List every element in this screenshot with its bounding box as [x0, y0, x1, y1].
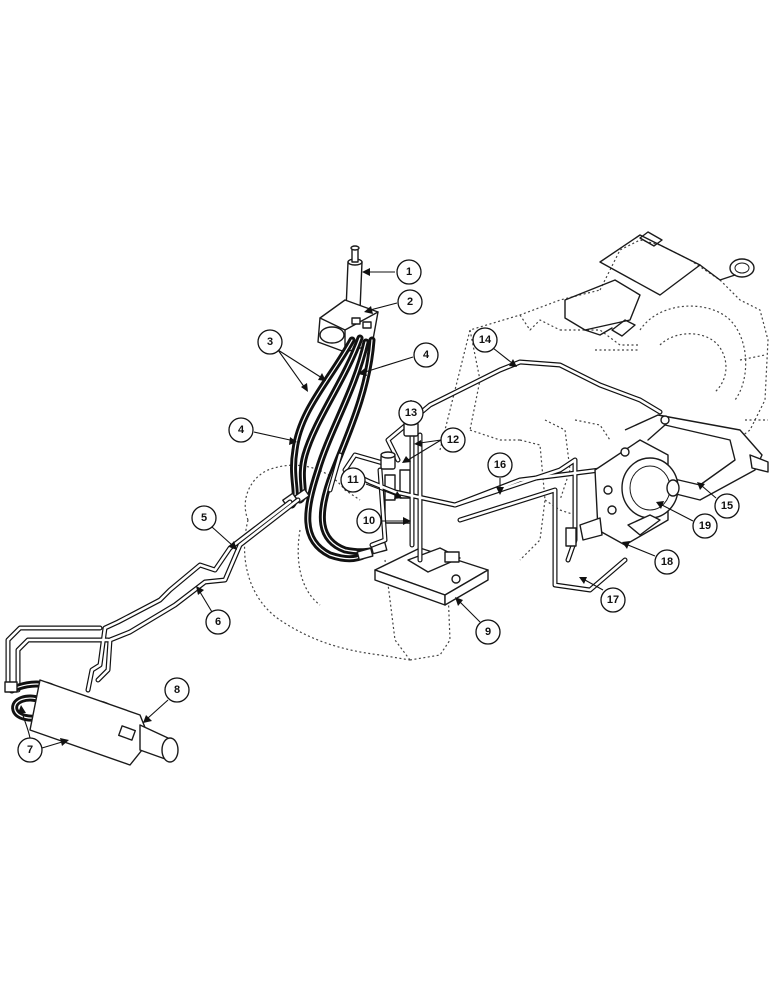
callout-label: 14: [479, 334, 492, 346]
callout-14: 14: [472, 327, 517, 367]
callout-10: 10: [356, 508, 411, 534]
callout-label: 18: [661, 556, 673, 568]
callout-label: 17: [607, 594, 619, 606]
callout-label: 10: [363, 515, 375, 527]
steering-column: [345, 245, 363, 311]
callout-6: 6: [196, 586, 231, 635]
callout-8: 8: [143, 677, 190, 723]
callout-1: 1: [362, 259, 422, 285]
callout-9: 9: [455, 597, 501, 645]
callout-18: 18: [622, 541, 680, 575]
callout-label: 7: [27, 744, 33, 756]
callout-label: 13: [405, 407, 417, 419]
callout-label: 15: [721, 500, 733, 512]
callout-label: 16: [494, 459, 506, 471]
callouts: 1 2 3 4 4: [17, 259, 740, 763]
pressure-pipes: [327, 359, 663, 593]
callout-13: 13: [398, 400, 424, 426]
callout-label: 6: [215, 616, 221, 628]
callout-15: 15: [697, 482, 740, 519]
callout-4-upper: 4: [358, 342, 439, 376]
callout-3: 3: [257, 329, 326, 392]
callout-4-lower: 4: [228, 417, 297, 445]
callout-label: 3: [267, 336, 273, 348]
callout-label: 4: [238, 424, 245, 436]
valve-mounting-bracket: [374, 547, 489, 606]
callout-label: 11: [347, 474, 359, 486]
callout-label: 5: [201, 512, 207, 524]
callout-7: 7: [17, 705, 69, 763]
hydraulic-pump: [579, 439, 680, 546]
callout-label: 19: [699, 520, 711, 532]
callout-label: 9: [485, 626, 491, 638]
steering-cylinder-pipes: [5, 497, 301, 693]
steering-hoses: [282, 334, 388, 563]
callout-12: 12: [402, 427, 466, 463]
steering-cylinder: [29, 679, 179, 766]
callout-label: 8: [174, 684, 180, 696]
callout-5: 5: [191, 505, 237, 550]
callout-label: 12: [447, 434, 459, 446]
callout-2: 2: [364, 289, 423, 315]
callout-label: 4: [423, 349, 430, 361]
callout-label: 2: [407, 296, 413, 308]
transmission-top-cover: [564, 231, 755, 337]
callout-label: 1: [406, 266, 412, 278]
callout-19: 19: [656, 501, 718, 539]
callout-11: 11: [340, 467, 402, 499]
callout-17: 17: [579, 577, 626, 613]
callout-16: 16: [487, 452, 513, 495]
